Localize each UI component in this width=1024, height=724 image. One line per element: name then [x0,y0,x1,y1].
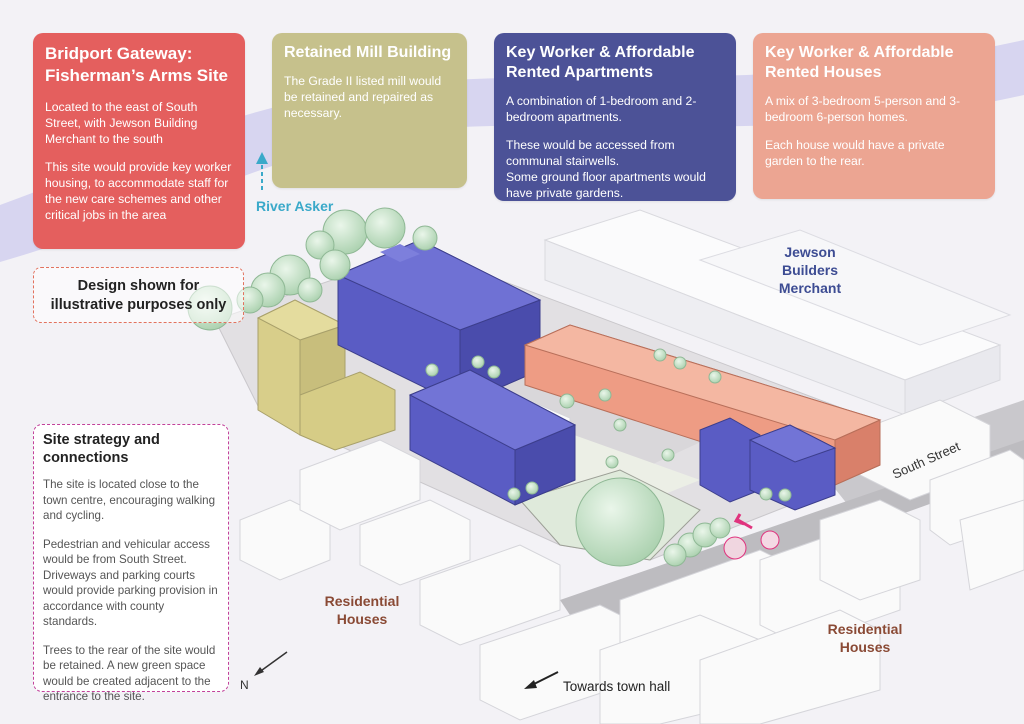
card-site-para1: Located to the east of South Street, wit… [45,100,198,146]
jewson-label-line3: Merchant [778,280,842,296]
card-site-title-line2: Fisherman’s Arms Site [45,66,228,85]
card-mill-para1: The Grade II listed mill would be retain… [284,74,442,120]
apartment-block-north [336,239,542,406]
strategy-title-line2: connections [43,450,129,466]
towards-town-hall-label: Towards town hall [563,679,671,694]
strategy-para2: Pedestrian and vehicular access would be… [43,537,218,629]
strategy-title-line1: Site strategy and [43,432,160,448]
jewson-label-line1: Jewson [784,244,836,260]
card-site-title: Bridport Gateway: Fisherman’s Arms Site [45,43,233,87]
retained-mill-building [256,299,396,451]
residential-left-line2: Houses [336,611,388,627]
residential-right-line1: Residential [827,621,903,637]
strategy-para3: Trees to the rear of the site would be r… [43,643,216,704]
residential-houses-label-right: Residential Houses [815,620,915,656]
residential-right-line2: Houses [839,639,891,655]
apartment-block-south [408,369,577,506]
residential-left-line1: Residential [324,593,400,609]
river-asker-label: River Asker [256,198,334,214]
river-arrow-icon [256,152,268,190]
card-apartments-para1: A combination of 1-bedroom and 2-bedroom… [506,94,697,124]
illustrative-disclaimer: Design shown for illustrative purposes o… [33,267,244,323]
card-site-title-line1: Bridport Gateway: [45,44,193,63]
card-houses-para1: A mix of 3-bedroom 5-person and 3-bedroo… [765,94,961,124]
card-houses-title-line2: Rented Houses [765,64,882,81]
strategy-para1: The site is located close to the town ce… [43,478,216,522]
jewson-warehouse [543,209,1012,416]
north-arrow-icon [254,651,288,676]
card-houses: Key Worker & Affordable Rented Houses A … [753,33,995,199]
card-apartments-title-line2: Rented Apartments [506,64,653,81]
card-apartments-title: Key Worker & Affordable Rented Apartment… [506,43,724,83]
jewson-label-line2: Builders [781,262,838,278]
site-strategy-panel: Site strategy and connections The site i… [33,424,229,703]
trees [187,207,792,567]
access-arrows-icon [723,513,780,560]
card-site-para2: This site would provide key worker housi… [45,160,232,222]
card-apartments-title-line1: Key Worker & Affordable [506,44,695,61]
disclaimer-line2: illustrative purposes only [50,297,227,313]
card-apartments-para3: Some ground floor apartments would have … [506,170,706,200]
card-apartments-para2: These would be accessed from communal st… [506,138,675,168]
apartment-blocks-street [699,417,837,511]
disclaimer-line1: Design shown for [77,278,200,294]
card-mill: Retained Mill Building The Grade II list… [272,33,467,188]
strategy-title: Site strategy and connections [43,431,220,467]
north-label: N [240,678,249,692]
card-houses-title-line1: Key Worker & Affordable [765,44,954,61]
card-houses-para2: Each house would have a private garden t… [765,138,945,168]
card-apartments: Key Worker & Affordable Rented Apartment… [494,33,736,201]
surrounding-buildings [239,399,1024,724]
residential-houses-label-left: Residential Houses [312,592,412,628]
card-mill-title: Retained Mill Building [284,44,452,61]
card-houses-title: Key Worker & Affordable Rented Houses [765,43,983,83]
jewson-label: Jewson Builders Merchant [768,243,852,297]
card-site-overview: Bridport Gateway: Fisherman’s Arms Site … [33,33,245,249]
towards-town-hall-arrow-icon [524,671,559,689]
